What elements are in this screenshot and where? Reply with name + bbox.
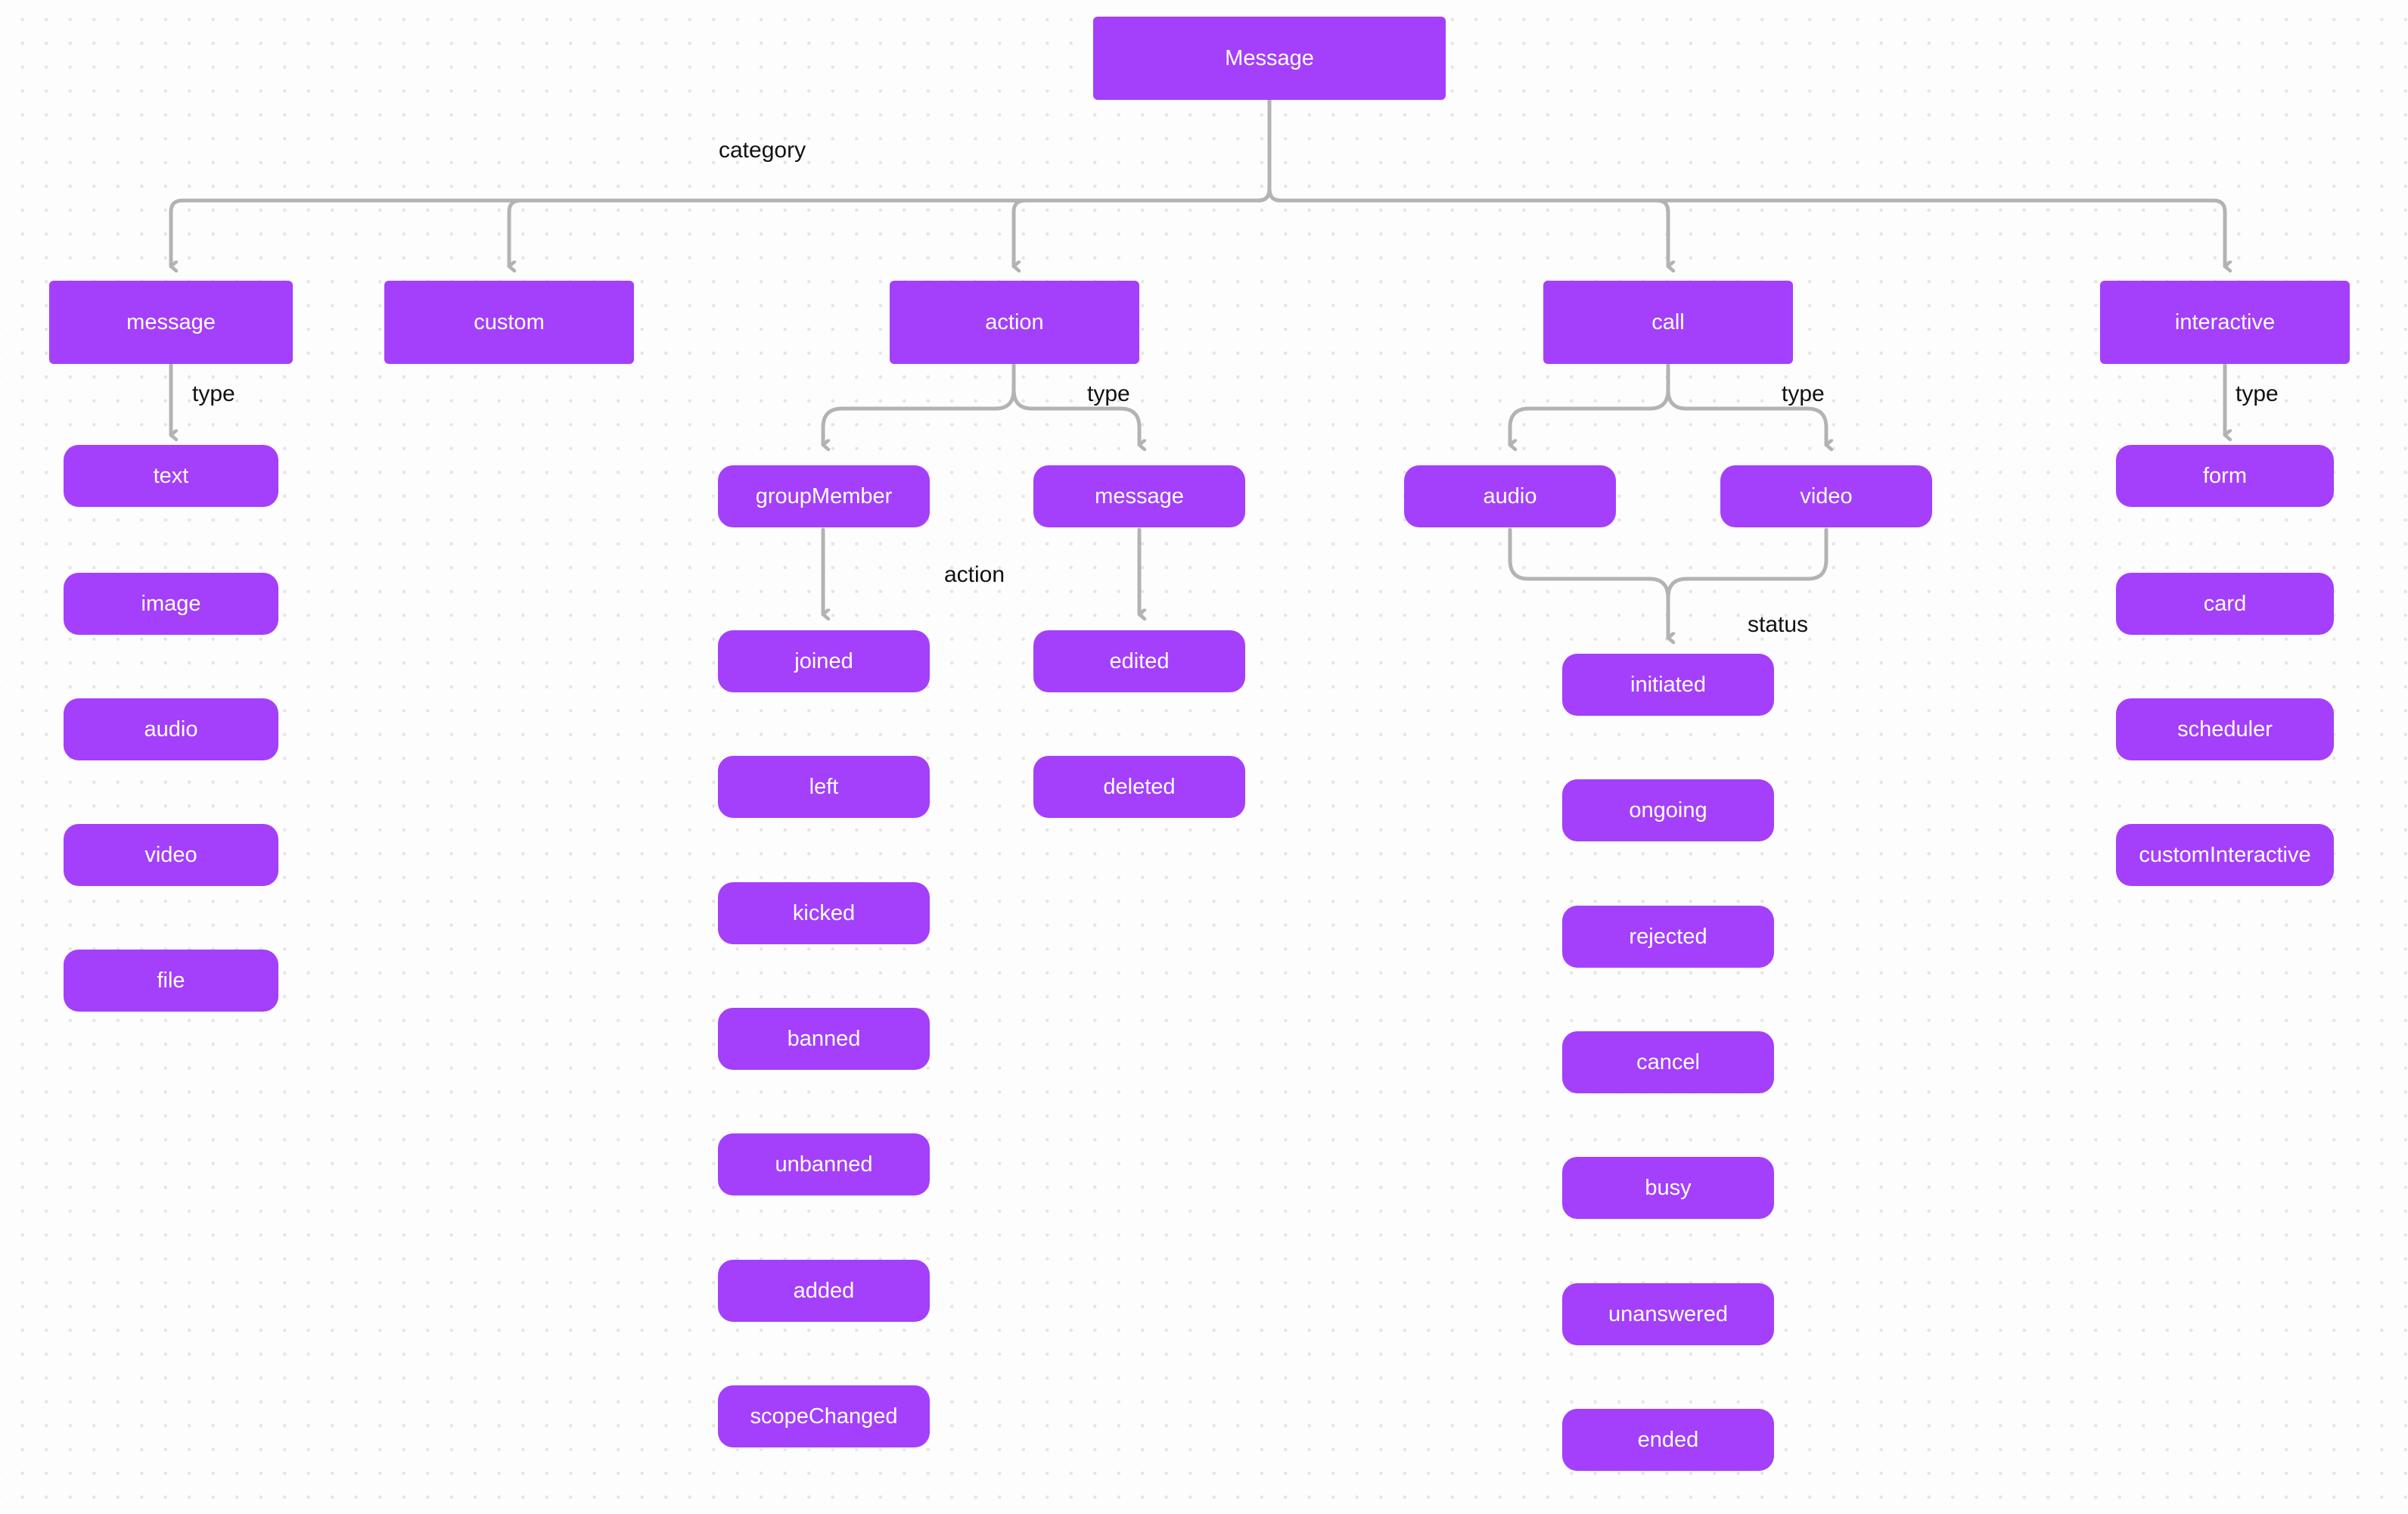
node-label: audio [1483,483,1537,508]
node-label: added [793,1278,855,1303]
node-label: deleted [1103,774,1176,799]
node-call-status-initiated[interactable]: initiated [1562,654,1774,716]
node-interactive-type-card[interactable]: card [2116,573,2334,635]
node-call-status-rejected[interactable]: rejected [1562,906,1774,968]
node-label: message [1095,483,1184,508]
node-groupmember-action-joined[interactable]: joined [718,630,930,692]
node-label: text [153,463,189,488]
node-category-call[interactable]: call [1543,281,1793,364]
node-call-type-audio[interactable]: audio [1404,465,1616,527]
node-message-type-audio[interactable]: audio [64,698,278,760]
node-label: ongoing [1629,797,1707,822]
node-label: cancel [1636,1049,1700,1074]
edge-label-type-action: type [1087,381,1130,406]
node-label: message [126,309,216,334]
edge-label-status-call: status [1748,612,1809,637]
node-label: left [809,774,839,799]
node-label: file [157,968,185,993]
node-message-action-deleted[interactable]: deleted [1033,756,1245,818]
node-label: card [2203,591,2247,616]
node-label: call [1651,309,1685,334]
node-label: audio [144,717,198,741]
node-label: action [985,309,1044,334]
edge-label-type-interactive: type [2236,381,2279,406]
node-message-action-edited[interactable]: edited [1033,630,1245,692]
node-label: form [2203,463,2247,488]
node-label: banned [787,1026,861,1051]
node-label: scheduler [2177,717,2273,741]
node-category-custom[interactable]: custom [384,281,634,364]
node-label: video [1800,483,1853,508]
node-interactive-type-custominteractive[interactable]: customInteractive [2116,824,2334,886]
edge-label-type-call: type [1782,381,1825,406]
node-label: kicked [792,900,856,925]
node-label: busy [1645,1175,1692,1200]
node-label: customInteractive [2139,842,2311,867]
node-groupmember-action-left[interactable]: left [718,756,930,818]
node-call-status-ongoing[interactable]: ongoing [1562,779,1774,841]
node-interactive-type-scheduler[interactable]: scheduler [2116,698,2334,760]
node-call-status-ended[interactable]: ended [1562,1409,1774,1471]
node-label: Message [1225,45,1314,70]
node-message-type-text[interactable]: text [64,445,278,507]
edge-label-category: category [719,138,806,163]
node-message-type-video[interactable]: video [64,824,278,886]
node-label: unbanned [775,1152,873,1177]
node-label: scopeChanged [750,1404,898,1429]
node-call-status-cancel[interactable]: cancel [1562,1031,1774,1093]
node-label: initiated [1630,672,1706,697]
node-category-interactive[interactable]: interactive [2100,281,2350,364]
node-call-status-unanswered[interactable]: unanswered [1562,1283,1774,1345]
node-label: unanswered [1608,1301,1728,1326]
node-groupmember-action-banned[interactable]: banned [718,1008,930,1070]
node-call-type-video[interactable]: video [1720,465,1932,527]
node-message-type-image[interactable]: image [64,573,278,635]
node-action-type-groupmember[interactable]: groupMember [718,465,930,527]
edge-label-type-message: type [192,381,235,406]
node-label: ended [1637,1427,1699,1452]
node-category-message[interactable]: message [49,281,293,364]
node-message-type-file[interactable]: file [64,950,278,1012]
node-action-type-message[interactable]: message [1033,465,1245,527]
node-interactive-type-form[interactable]: form [2116,445,2334,507]
node-label: joined [794,648,853,673]
node-groupmember-action-added[interactable]: added [718,1260,930,1322]
node-groupmember-action-kicked[interactable]: kicked [718,882,930,944]
node-category-action[interactable]: action [890,281,1139,364]
node-label: interactive [2174,309,2276,334]
node-call-status-busy[interactable]: busy [1562,1157,1774,1219]
node-label: rejected [1629,924,1707,949]
node-groupmember-action-unbanned[interactable]: unbanned [718,1133,930,1195]
node-message-root[interactable]: Message [1093,17,1446,100]
node-groupmember-action-scopechanged[interactable]: scopeChanged [718,1385,930,1447]
edge-label-action-groupmember: action [944,562,1005,587]
node-label: video [144,842,197,867]
node-label: edited [1109,648,1170,673]
node-label: groupMember [755,483,893,508]
node-label: image [141,591,201,616]
node-label: custom [474,309,545,334]
